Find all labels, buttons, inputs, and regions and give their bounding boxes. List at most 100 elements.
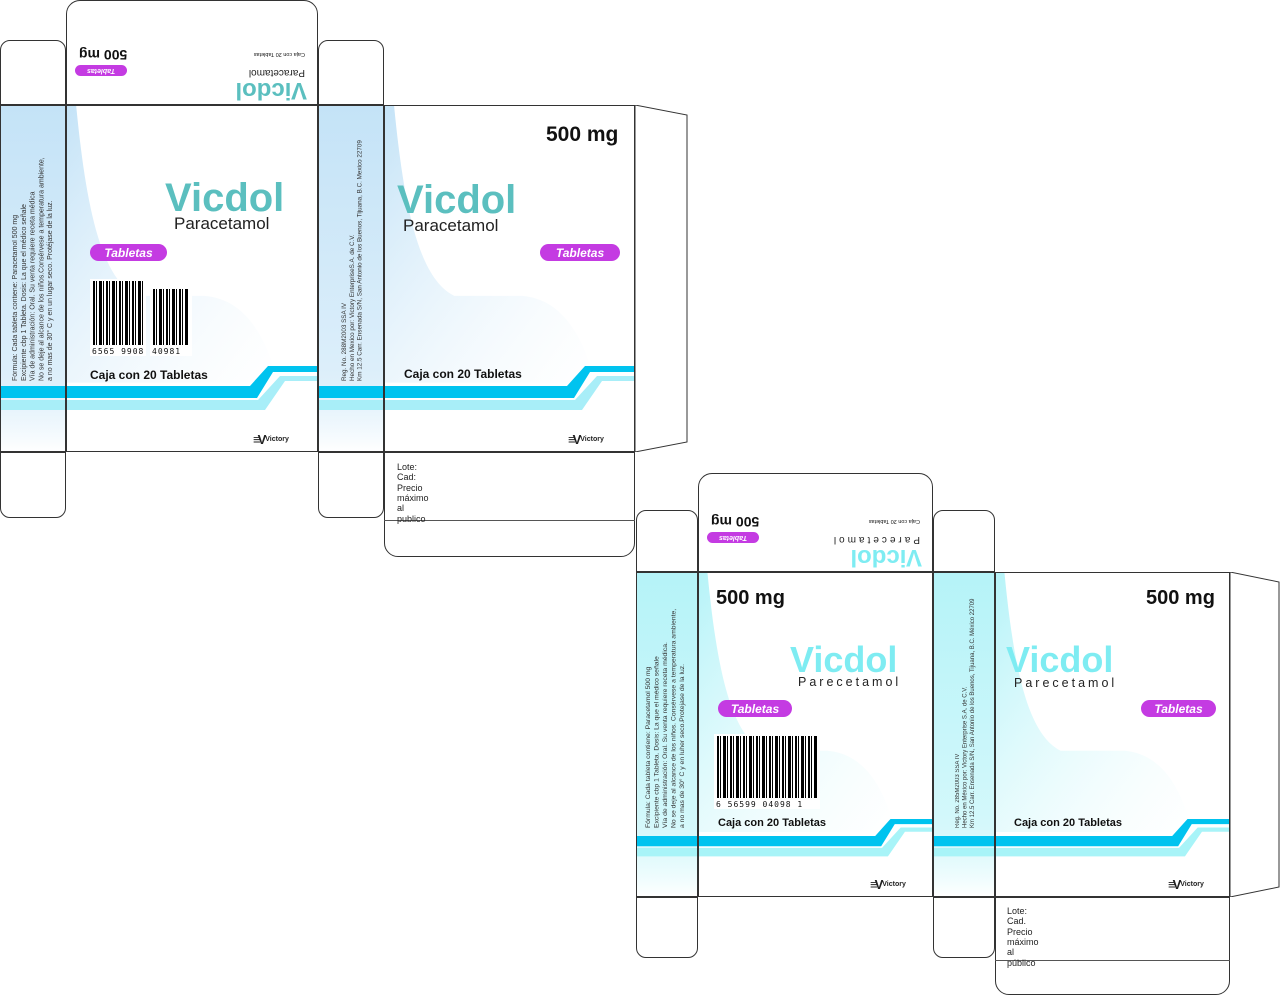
top-flap-brand: Vicdol	[235, 77, 307, 104]
barcode-digits: 6 56599 04098 1	[716, 800, 804, 809]
victory-logo-text: Victory	[882, 881, 906, 888]
back-brand-name: Vicdol	[165, 176, 285, 220]
dust-flap-top	[318, 40, 384, 105]
registry-line: Km 12.5 Carr. Ensenada S/N, San Antonio …	[356, 140, 364, 381]
glue-flap	[635, 105, 688, 452]
victory-logo-text: Victory	[580, 436, 604, 443]
back-tabletas-badge: Tabletas	[718, 700, 792, 717]
victory-logo-text: Victory	[1180, 881, 1204, 888]
formula-line: a no mas de 30° C y en luher seco.Protej…	[678, 663, 686, 828]
victory-logo-text: Victory	[265, 436, 289, 443]
barcode-bars	[153, 289, 189, 345]
barcode-digits: 40981	[152, 347, 182, 356]
barcode: 6 56599 04098 1	[714, 734, 820, 809]
victory-logo-icon: ≡V	[1168, 877, 1181, 892]
back-generic-name: Parecetamol	[798, 675, 902, 689]
top-flap-badge: Tabletas	[707, 532, 759, 543]
cyan-stripe-dark	[318, 366, 635, 398]
glue-side-panel	[636, 572, 698, 897]
front-count: Caja con 20 Tabletas	[404, 367, 522, 381]
registry-line: Hecho en Mexico por: Victory EnterpriseS…	[348, 234, 356, 381]
victory-logo-icon: ≡V	[568, 432, 581, 447]
top-flap-brand: Vicdol	[850, 544, 922, 571]
side-panel	[318, 105, 384, 452]
formula-line: Fórmula: Cada tableta contiene: Paraceta…	[645, 666, 652, 828]
back-panel	[698, 572, 933, 897]
formula-line: No se deje al alcance de los niños. Cons…	[670, 608, 678, 828]
back-count: Caja con 20 Tabletas	[90, 368, 208, 382]
cyan-stripe-light	[0, 376, 318, 410]
back-brand-name: Vicdol	[790, 639, 898, 680]
dust-flap-top	[933, 510, 995, 572]
dust-flap-top	[0, 40, 66, 105]
top-flap-count: Caja con 20 Tabletas	[868, 518, 920, 524]
lot-line: Lote:	[1007, 906, 1028, 916]
dust-flap-top	[636, 510, 698, 572]
dust-flap-bottom	[933, 897, 995, 958]
top-flap-generic: Paracetamol	[248, 67, 305, 78]
front-tabletas-badge: Tabletas	[1141, 700, 1216, 717]
back-generic-name: Paracetamol	[174, 214, 270, 233]
front-strength: 500 mg	[1146, 587, 1215, 609]
front-generic-name: Paracetamol	[403, 216, 499, 235]
bottom-flap	[384, 452, 635, 557]
formula-text: Fórmula: Cada tableta contiene: Paraceta…	[12, 113, 60, 381]
lot-line: Precio máximo	[1007, 926, 1039, 948]
top-flap-strength: 500 mg	[711, 514, 760, 530]
cyan-stripe-light	[636, 827, 933, 857]
lot-line: Cad:	[397, 472, 417, 483]
front-strength: 500 mg	[546, 123, 619, 146]
dust-flap-bottom	[318, 452, 384, 518]
front-generic-name: Parecetamol	[1014, 676, 1118, 690]
registry-line: Reg. No. 285M2003 SSA IV	[955, 753, 961, 828]
front-tabletas-badge: Tabletas	[540, 244, 620, 261]
cyan-stripe-dark	[933, 819, 1230, 847]
front-panel	[995, 572, 1230, 897]
front-panel	[384, 105, 635, 452]
dust-flap-bottom	[636, 897, 698, 958]
barcode-bars	[717, 736, 817, 798]
top-flap-count: Caja con 20 Tabletas	[253, 51, 305, 57]
barcode: 6565 9908	[90, 279, 146, 356]
top-flap-badge: Tabletas	[75, 65, 127, 76]
formula-line: Fórmula: Cada tableta contiene: Paraceta…	[12, 214, 19, 381]
lot-line: Precio máximo	[397, 482, 429, 504]
front-brand-name: Vicdol	[397, 178, 517, 222]
back-count: Caja con 20 Tabletas	[718, 817, 827, 829]
registry-line: Hecho en México por: Victory Enterprise …	[962, 686, 969, 828]
lot-line: Lote:	[397, 462, 418, 472]
front-panel-wave	[384, 105, 595, 383]
formula-line: Vía de administración: Oral. Su venta re…	[661, 642, 669, 828]
barcode-bars	[93, 281, 143, 345]
back-strength: 500 mg	[716, 587, 785, 609]
cyan-stripe-dark	[0, 366, 318, 398]
lot-line: al publico	[397, 503, 426, 524]
registry-line: Km 12.5 Carr. Ensenada S/N, San Antonio …	[970, 598, 976, 828]
registry-line: Reg. No. 288M2003 SSA IV	[341, 302, 348, 381]
front-panel-wave	[995, 572, 1193, 832]
glue-flap	[1230, 572, 1280, 897]
formula-text: Fórmula: Cada tableta contiene: Paraceta…	[645, 578, 689, 828]
cyan-stripe-dark	[636, 819, 933, 847]
side-panel	[933, 572, 995, 897]
formula-line: a no mas de 30° C y en un lugar seco. Pr…	[47, 200, 54, 381]
cyan-stripe-light	[318, 376, 635, 410]
back-panel	[66, 105, 318, 452]
formula-line: Vía de administración: Oral. Su venta re…	[29, 191, 37, 382]
barcode: 40981	[150, 287, 192, 356]
cyan-stripe-light	[933, 827, 1230, 857]
lot-line: Cad.	[1007, 916, 1027, 927]
dust-flap-bottom	[0, 452, 66, 518]
formula-line: Excipiente cbp 1 Tableta. Dosis: La que …	[653, 656, 661, 828]
front-count: Caja con 20 Tabletas	[1014, 817, 1123, 829]
